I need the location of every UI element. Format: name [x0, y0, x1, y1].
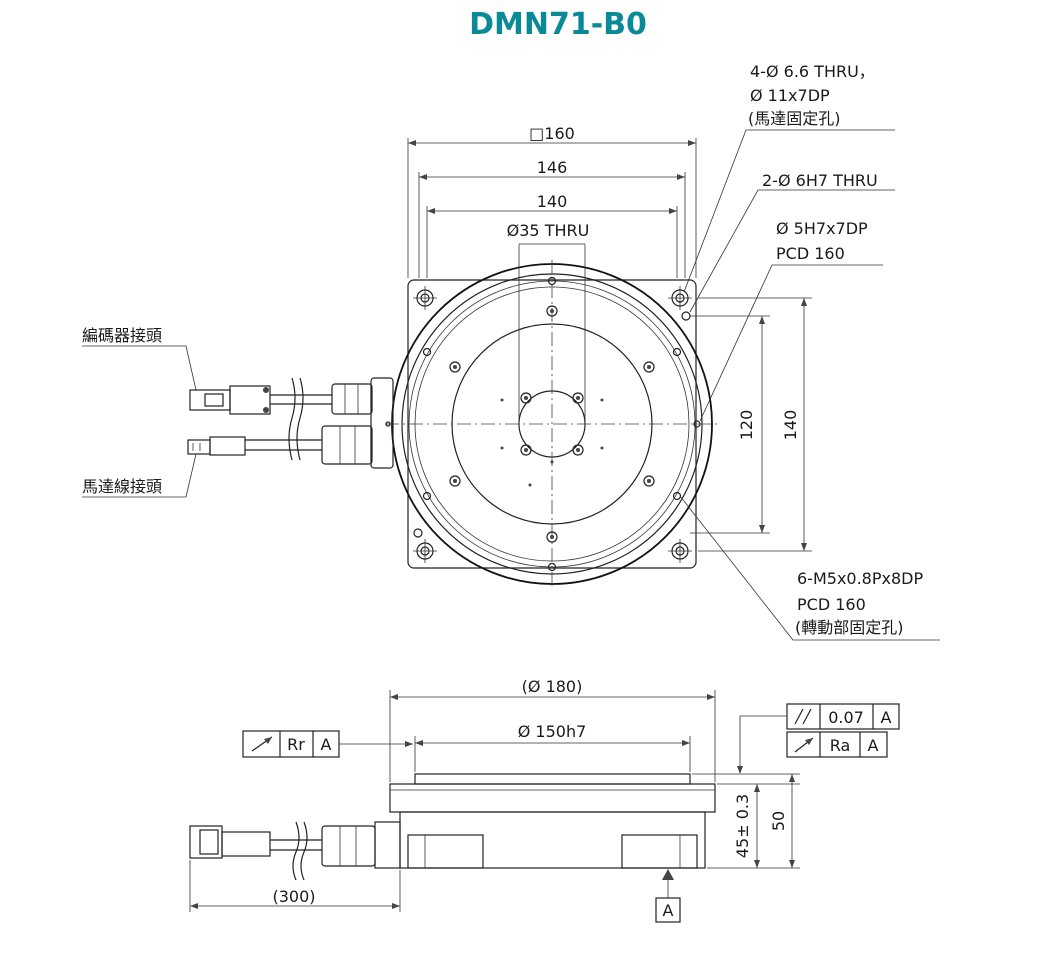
pin-hole — [413, 528, 423, 538]
pin-hole-note-pcd: PCD 160 — [776, 244, 845, 263]
side-body-lower — [399, 811, 706, 869]
runout-left-datum: A — [321, 735, 332, 754]
dim-v-120: 120 — [737, 410, 756, 441]
dim-140: 140 — [537, 192, 568, 211]
mount-hole-note-3: (馬達固定孔) — [748, 109, 841, 128]
runout-left-value: Rr — [287, 735, 305, 754]
mount-hole-note-2: Ø 11x7DP — [750, 86, 830, 105]
runout-frame-right: Ra A — [786, 731, 888, 758]
dim-cable-300: (300) — [272, 887, 315, 906]
motor-connector-plug — [187, 436, 246, 456]
dim-pilot-150: Ø 150h7 — [518, 722, 587, 741]
parallelism-frame: 0.07 A — [786, 703, 900, 730]
runout-right-datum: A — [868, 736, 879, 755]
tap-hole-note-2: PCD 160 — [797, 595, 866, 614]
parallelism-value: 0.07 — [828, 708, 864, 727]
dim-outer-180: (Ø 180) — [522, 677, 583, 696]
dim-bore-35: Ø35 THRU — [507, 221, 590, 240]
cable-housing — [321, 377, 394, 469]
runout-right-value: Ra — [830, 736, 851, 755]
dim-height-45: 45± 0.3 — [733, 794, 752, 858]
dim-146: 146 — [537, 158, 568, 177]
datum-a-label: A — [663, 901, 674, 920]
table-tap-holes — [449, 305, 655, 543]
pin-hole-note: 2-Ø 6H7 THRU — [762, 171, 878, 190]
drawing-title: DMN71-B0 — [469, 7, 647, 42]
dim-v-140: 140 — [781, 410, 800, 441]
mount-hole-note-1: 4-Ø 6.6 THRU， — [750, 62, 875, 81]
runout-frame-left: Rr A — [242, 730, 413, 758]
corner-mount-holes — [413, 286, 692, 563]
bore-holes — [500, 392, 604, 487]
parallelism-datum: A — [881, 708, 892, 727]
dim-height-50: 50 — [769, 811, 788, 831]
side-body-upper — [389, 783, 716, 813]
encoder-connector-plug — [189, 385, 271, 415]
top-view: 編碼器接頭 馬達線接頭 □160 146 140 Ø35 THRU 4-Ø 6 — [82, 62, 940, 641]
dim-square-160: □160 — [529, 124, 575, 143]
pin-hole-small — [693, 420, 701, 428]
tap-hole-note-3: (轉動部固定孔) — [795, 618, 904, 637]
tap-hole-note-1: 6-M5x0.8Px8DP — [797, 569, 923, 588]
side-view: (Ø 180) Ø 150h7 Rr A 0.07 A — [189, 677, 900, 923]
pin-hole-note-2: Ø 5H7x7DP — [776, 219, 868, 238]
cables — [245, 377, 332, 461]
encoder-connector-label: 編碼器接頭 — [82, 326, 162, 345]
motor-connector-label: 馬達線接頭 — [82, 477, 162, 496]
pin-hole — [681, 311, 691, 321]
side-table-top — [414, 773, 691, 785]
